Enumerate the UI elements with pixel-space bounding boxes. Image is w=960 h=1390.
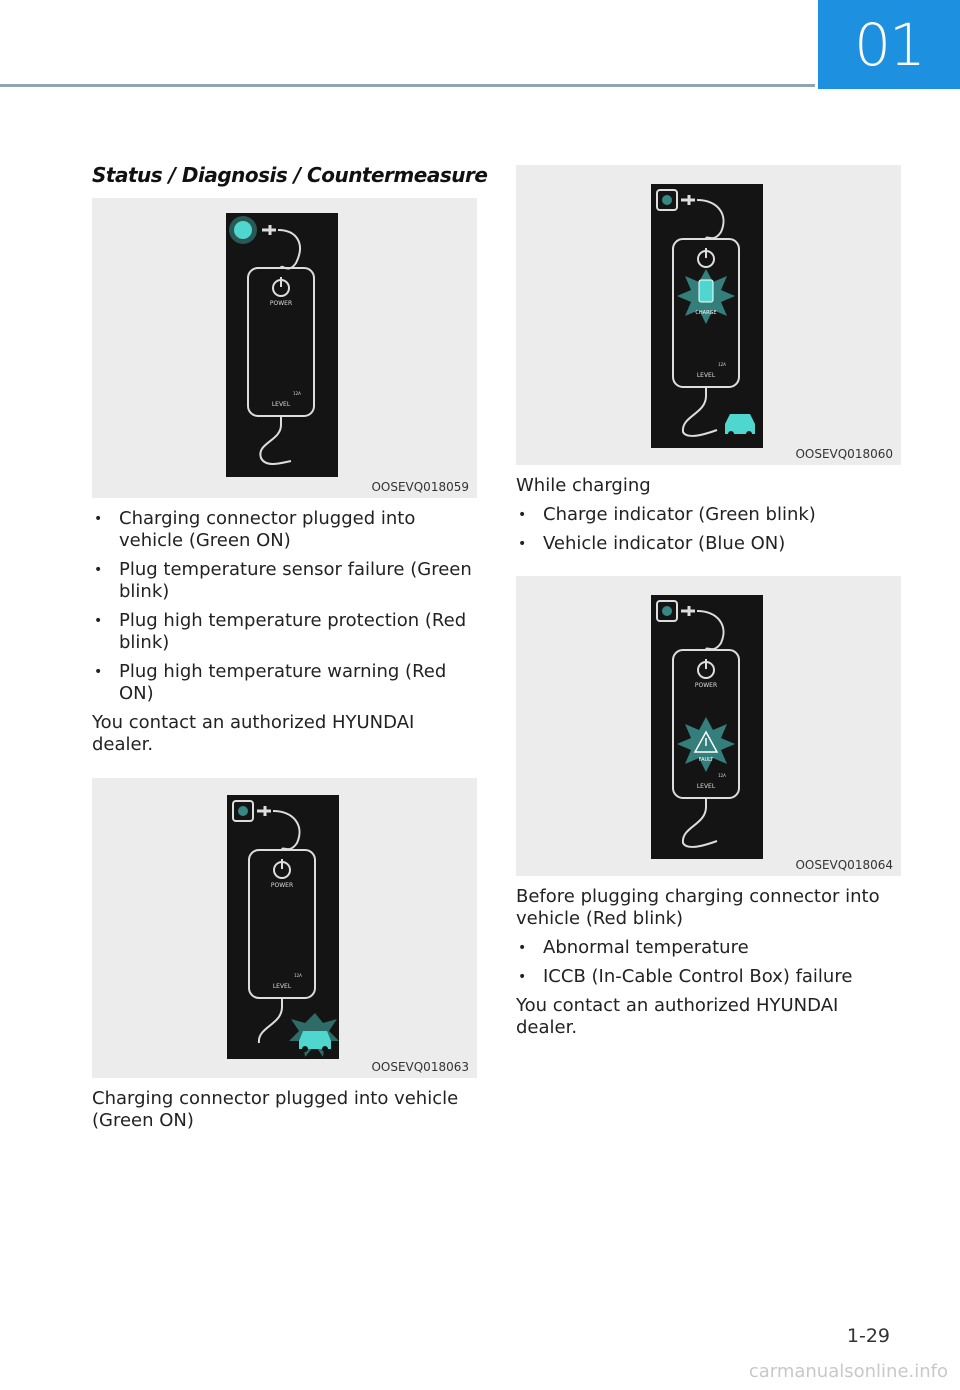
iccb-device-image: POWER 12A LEVEL	[226, 213, 338, 477]
charge-label: CHARGE	[695, 310, 716, 316]
list-item: Abnormal temperature	[516, 937, 901, 959]
amp-label: 12A	[718, 773, 726, 778]
power-label: POWER	[695, 682, 717, 689]
list-item: Plug temperature sensor failure (Green b…	[92, 559, 477, 603]
amp-label: 12A	[294, 973, 302, 978]
left-block-2: Charging connector plugged into vehicle …	[92, 1088, 459, 1131]
list-item: Vehicle indicator (Blue ON)	[516, 533, 901, 555]
dealer-note: You contact an authorized HYUNDAI dealer…	[92, 712, 415, 755]
while-charging-heading: While charging	[516, 475, 651, 496]
before-plugging-heading: Before plugging charging connector into …	[516, 886, 880, 929]
list-item: ICCB (In-Cable Control Box) failure	[516, 966, 901, 988]
level-label: LEVEL	[697, 783, 716, 790]
list-item: Plug high temperature protection (Red bl…	[92, 610, 477, 654]
figure-vehicle-indicator: POWER 12A LEVEL OOSEVQ018063	[92, 778, 477, 1078]
power-label: POWER	[270, 300, 292, 307]
level-label: LEVEL	[273, 983, 292, 990]
figure-charge-indicator: CHARGE 12A LEVEL OOSEVQ018060	[516, 165, 901, 465]
figure-fault-indicator: POWER FAULT 12A LEVEL OOSEVQ018064	[516, 576, 901, 876]
level-label: LEVEL	[697, 372, 716, 379]
figure-code: OOSEVQ018063	[371, 1060, 469, 1074]
figure-code: OOSEVQ018059	[371, 480, 469, 494]
figure-code: OOSEVQ018060	[795, 447, 893, 461]
list-item: Plug high temperature warning (Red ON)	[92, 661, 477, 705]
level-label: LEVEL	[272, 401, 291, 408]
header-rule	[0, 84, 815, 87]
chapter-tab: 01	[818, 0, 960, 89]
section-title: Status / Diagnosis / Countermeasure	[92, 163, 488, 187]
iccb-device-image: CHARGE 12A LEVEL	[651, 184, 763, 448]
power-label: POWER	[271, 882, 293, 889]
list-item: Charge indicator (Green blink)	[516, 504, 901, 526]
fault-label: FAULT	[699, 757, 715, 763]
left-block-1: Charging connector plugged into vehicle …	[92, 508, 477, 756]
right-block-1: While charging Charge indicator (Green b…	[516, 475, 901, 562]
figure-plug-indicator: POWER 12A LEVEL OOSEVQ018059	[92, 198, 477, 498]
figure-code: OOSEVQ018064	[795, 858, 893, 872]
page-number: 1-29	[846, 1325, 890, 1347]
right-block-2: Before plugging charging connector into …	[516, 886, 901, 1039]
iccb-device-image: POWER FAULT 12A LEVEL	[651, 595, 763, 859]
footer-watermark: carmanualsonline.info	[748, 1361, 948, 1382]
list-item: Charging connector plugged into vehicle …	[92, 508, 477, 552]
dealer-note: You contact an authorized HYUNDAI dealer…	[516, 995, 839, 1038]
amp-label: 12A	[718, 362, 726, 367]
iccb-device-image: POWER 12A LEVEL	[227, 795, 339, 1059]
amp-label: 12A	[293, 391, 301, 396]
